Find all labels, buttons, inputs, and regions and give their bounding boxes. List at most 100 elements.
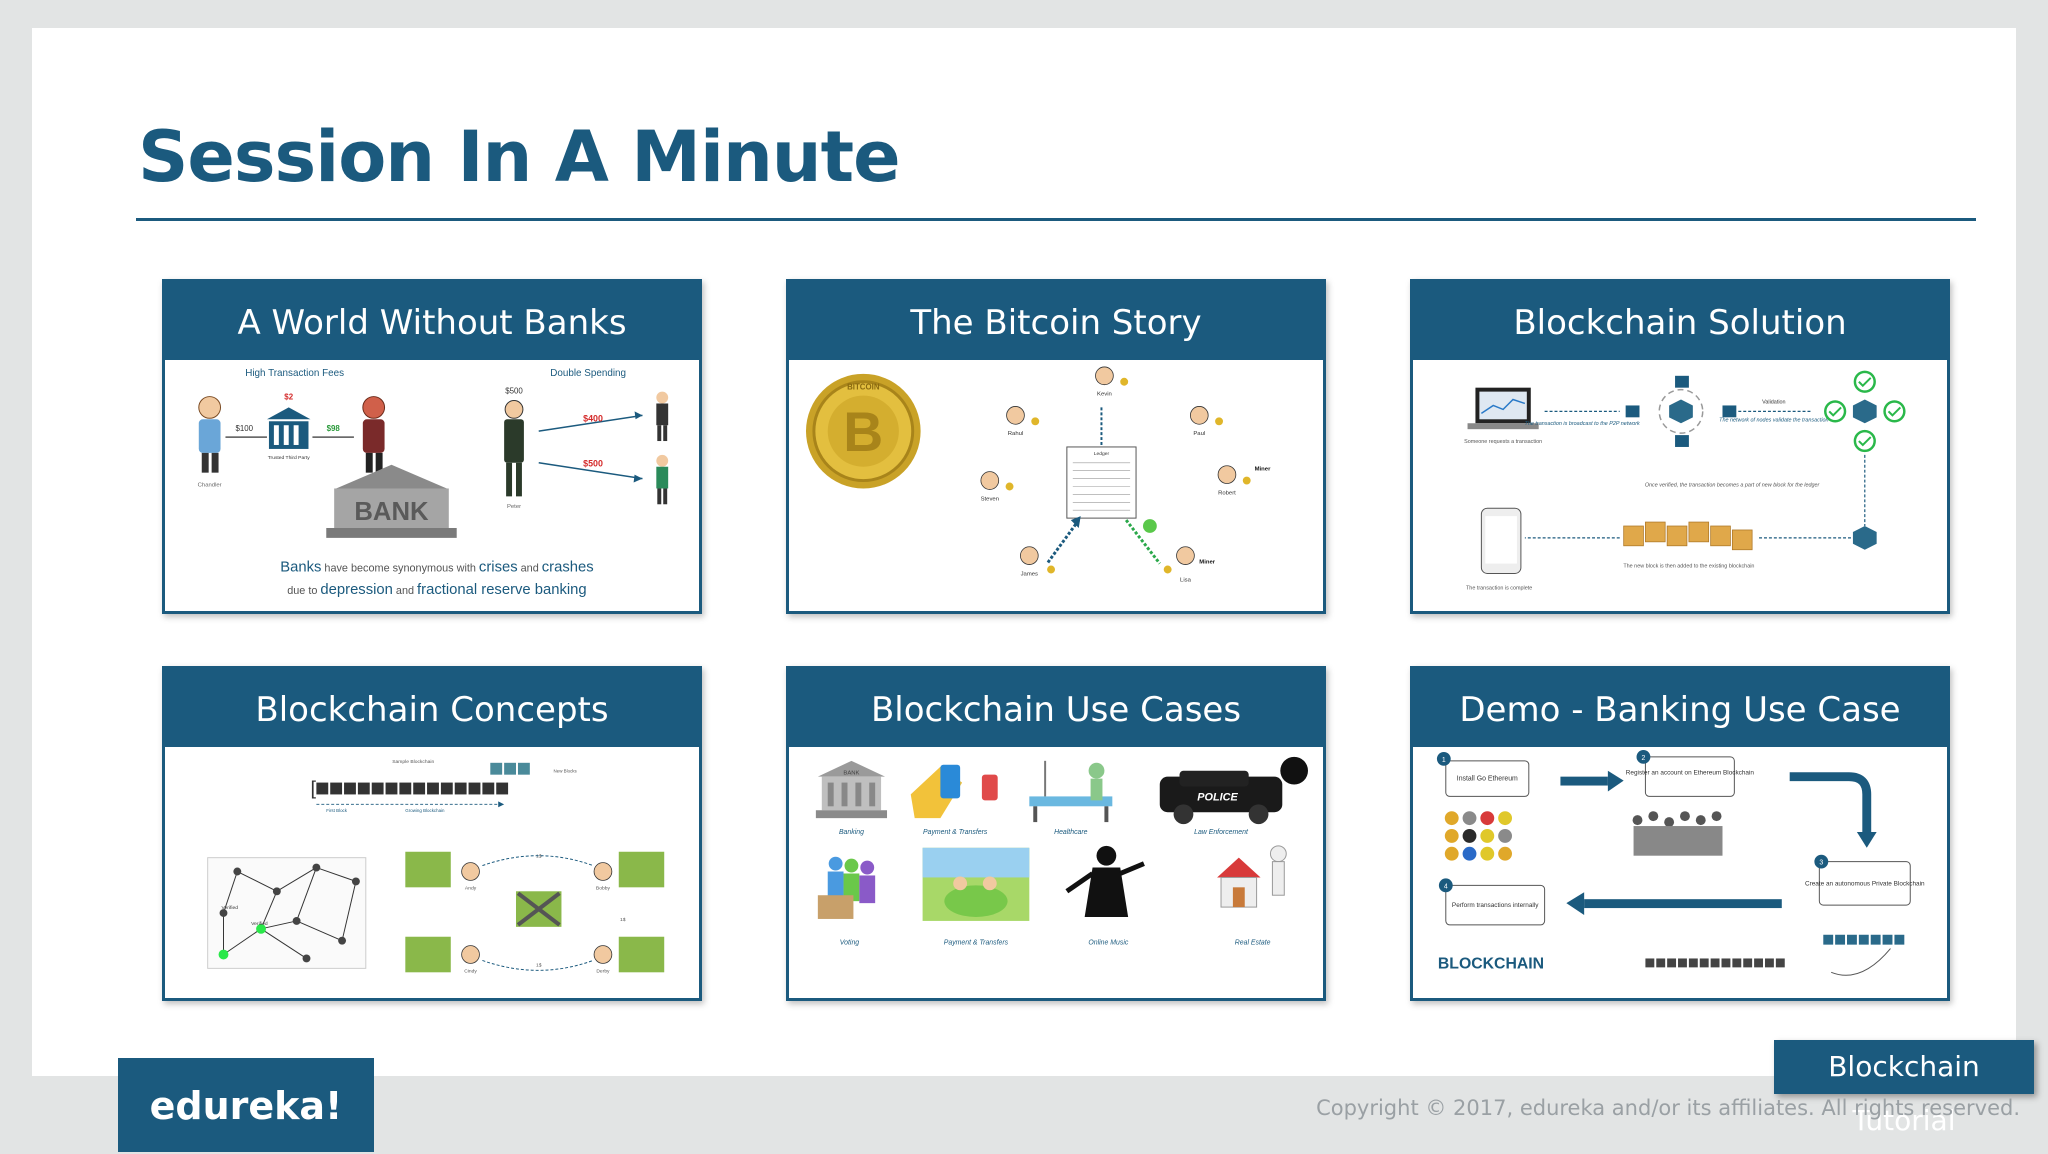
tutorial-badge: Blockchain Tutorial xyxy=(1774,1040,2034,1137)
card-illustration: B BITCOIN Ledger xyxy=(789,360,1323,611)
card-title: A World Without Banks xyxy=(165,282,699,360)
use-case-label: Banking xyxy=(839,829,864,836)
card-title: The Bitcoin Story xyxy=(789,282,1323,360)
card-illustration: 1 Install Go Ethereum 2 Register an acco… xyxy=(1413,747,1947,998)
label-double-spending: Double Spending xyxy=(550,368,626,379)
card-title: Blockchain Use Cases xyxy=(789,669,1323,747)
svg-text:The network of nodes validate: The network of nodes validate the transa… xyxy=(1719,417,1828,423)
svg-text:Paul: Paul xyxy=(1193,431,1205,437)
svg-text:$2: $2 xyxy=(284,393,293,402)
svg-text:Growing Blockchain: Growing Blockchain xyxy=(405,808,445,813)
peer-network-icon: Verified Verified xyxy=(207,857,367,969)
crumbling-bank-icon: BANK xyxy=(326,464,457,538)
svg-text:The transaction is complete: The transaction is complete xyxy=(1466,585,1532,591)
use-case-label: Voting xyxy=(840,940,859,947)
svg-text:Rahul: Rahul xyxy=(1008,431,1023,437)
step-4-text: Perform transactions internally xyxy=(1452,902,1539,909)
payment-transfers-icon xyxy=(910,764,998,819)
svg-text:1$: 1$ xyxy=(536,962,542,968)
svg-text:Trusted Third Party: Trusted Third Party xyxy=(268,455,311,461)
crypto-coins-icon xyxy=(1444,811,1513,861)
use-case-label: Payment & Transfers xyxy=(923,829,988,836)
crowd-icon xyxy=(1632,811,1723,856)
svg-text:Bobby: Bobby xyxy=(596,885,611,891)
blockchain-chain-icon xyxy=(1645,934,1905,968)
validation-checks-icon xyxy=(1824,370,1906,453)
laptop-icon xyxy=(1467,387,1539,430)
use-case-label: Real Estate xyxy=(1235,940,1271,947)
step-2-text: Register an account on Ethereum Blockcha… xyxy=(1626,770,1755,777)
card-title: Blockchain Concepts xyxy=(165,669,699,747)
card-blockchain-concepts[interactable]: Blockchain Concepts Sample Blockchain Ne… xyxy=(162,666,702,1001)
slide: Session In A Minute A World Without Bank… xyxy=(32,28,2034,1137)
svg-text:$400: $400 xyxy=(583,413,603,423)
svg-text:Chandler: Chandler xyxy=(198,482,222,488)
page-title: Session In A Minute xyxy=(138,116,901,198)
ledger-icon: Ledger xyxy=(1066,446,1137,519)
svg-text:Verified: Verified xyxy=(251,921,268,927)
card-illustration: Someone requests a transaction The trans… xyxy=(1413,360,1947,611)
svg-text:New Blocks: New Blocks xyxy=(554,769,578,774)
card-illustration: BANK POLICE xyxy=(789,747,1323,998)
svg-text:$100: $100 xyxy=(235,424,253,433)
person-peter-icon xyxy=(504,400,524,497)
card-title: Blockchain Solution xyxy=(1413,282,1947,360)
svg-text:Verified: Verified xyxy=(222,905,239,911)
svg-text:Ledger: Ledger xyxy=(1094,451,1110,457)
step-1-text: Install Go Ethereum xyxy=(1457,776,1518,783)
card-blockchain-use-cases[interactable]: Blockchain Use Cases BANK xyxy=(786,666,1326,1001)
edureka-logo: edureka! xyxy=(118,1058,374,1152)
payment-transfers-family-icon xyxy=(922,847,1030,921)
svg-text:Lisa: Lisa xyxy=(1180,577,1192,583)
svg-text:First Block: First Block xyxy=(326,808,347,813)
ledger-users: Andy Bobby Cindy Derby 1$ 1$ 1$ xyxy=(405,851,665,974)
bitcoin-coin-icon: B BITCOIN xyxy=(805,373,921,489)
card-demo-banking[interactable]: Demo - Banking Use Case 1 Install Go Eth… xyxy=(1410,666,1950,1001)
card-bitcoin-story[interactable]: The Bitcoin Story B BITCOIN Ledger xyxy=(786,279,1326,614)
person-joey-icon xyxy=(362,396,386,473)
blockchain-brand: BLOCKCHAIN xyxy=(1438,955,1544,972)
svg-text:Someone requests a transaction: Someone requests a transaction xyxy=(1464,439,1542,445)
svg-text:Sample Blockchain: Sample Blockchain xyxy=(392,759,434,765)
svg-text:BANK: BANK xyxy=(843,771,859,777)
svg-text:Peter: Peter xyxy=(507,504,521,510)
step-3-text: Create an autonomous Private Blockchain xyxy=(1805,880,1925,887)
svg-text:Derby: Derby xyxy=(596,968,610,974)
healthcare-icon xyxy=(1029,760,1113,823)
recipient-icon xyxy=(656,391,669,505)
real-estate-icon xyxy=(1217,845,1287,908)
sample-blockchain-icon xyxy=(316,762,530,795)
use-case-label: Law Enforcement xyxy=(1194,829,1249,836)
svg-text:Robert: Robert xyxy=(1218,490,1236,496)
caption-line-1: Banks have become synonymous with crises… xyxy=(280,559,593,575)
svg-text:BITCOIN: BITCOIN xyxy=(847,383,880,392)
svg-text:The new block is then added to: The new block is then added to the exist… xyxy=(1623,564,1754,570)
svg-text:Once verified, the transaction: Once verified, the transaction becomes a… xyxy=(1645,482,1820,488)
svg-text:$98: $98 xyxy=(327,424,341,433)
svg-text:1$: 1$ xyxy=(620,917,626,923)
online-music-icon xyxy=(1065,845,1145,917)
svg-text:1$: 1$ xyxy=(536,854,542,860)
card-world-without-banks[interactable]: A World Without Banks High Transaction F… xyxy=(162,279,702,614)
svg-text:POLICE: POLICE xyxy=(1197,791,1238,803)
svg-text:James: James xyxy=(1021,571,1038,577)
svg-text:Andy: Andy xyxy=(465,885,477,891)
caption-line-2: due to depression and fractional reserve… xyxy=(287,582,586,598)
svg-text:Miner: Miner xyxy=(1199,560,1215,566)
use-case-label: Payment & Transfers xyxy=(944,940,1009,947)
blockchain-blocks-icon xyxy=(1623,521,1753,551)
svg-text:Kevin: Kevin xyxy=(1097,392,1112,398)
card-illustration: Sample Blockchain New Blocks [ First Blo… xyxy=(165,747,699,998)
svg-text:$500: $500 xyxy=(583,459,603,469)
network-people xyxy=(980,366,1237,565)
card-blockchain-solution[interactable]: Blockchain Solution Someone requests a t… xyxy=(1410,279,1950,614)
svg-text:2: 2 xyxy=(1642,755,1646,762)
card-title: Demo - Banking Use Case xyxy=(1413,669,1947,747)
trusted-third-party-icon xyxy=(266,407,311,449)
p2p-network-icon xyxy=(1625,375,1737,447)
svg-text:BANK: BANK xyxy=(354,498,429,526)
phone-icon xyxy=(1480,507,1522,574)
voting-icon xyxy=(817,856,876,919)
card-illustration: High Transaction Fees Double Spending Ch… xyxy=(165,360,699,611)
svg-text:4: 4 xyxy=(1444,883,1448,890)
